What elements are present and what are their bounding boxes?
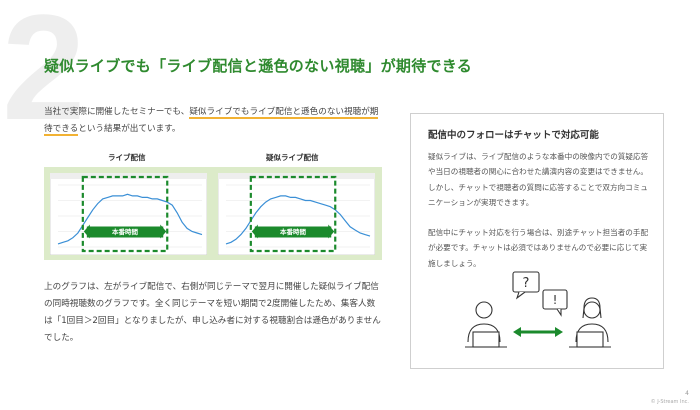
chart-background: 本番時間 本番時間 <box>44 167 382 260</box>
sidebar-paragraph-1: 疑似ライブは、ライブ配信のような本番中の映像内での質疑応答や当日の視聴者の関心に… <box>428 152 649 207</box>
chart-description: 上のグラフは、左がライブ配信で、右側が同じテーマで翌月に開催した疑似ライブ配信の… <box>44 282 381 343</box>
two-way-arrow-icon <box>513 327 563 337</box>
page-title: 疑似ライブでも「ライブ配信と遜色のない視聴」が期待できる <box>44 57 473 75</box>
series-line-1 <box>225 195 371 245</box>
arrow-head-left <box>83 224 90 239</box>
chat-staff-person-icon <box>569 297 611 348</box>
answer-bubble-icon: ! <box>542 289 568 317</box>
live-time-frame <box>249 175 337 253</box>
intro-after: という結果が出ています。 <box>78 124 181 134</box>
live-time-arrow <box>254 226 332 238</box>
chart-frame <box>218 173 375 255</box>
bubble-exclamation-mark: ! <box>553 293 558 307</box>
sidebar-paragraph-2: 配信中にチャット対応を行う場合は、別途チャット担当者の手配が必要です。チャットは… <box>428 228 649 268</box>
chart-frame <box>50 173 207 255</box>
arrow-head-left <box>251 224 258 239</box>
viewer-person-icon <box>465 301 507 348</box>
chart-pseudo: 本番時間 <box>218 173 375 255</box>
chart-title-pseudo: 疑似ライブ配信 <box>266 153 319 162</box>
live-time-frame <box>81 175 169 253</box>
live-time-arrow <box>86 226 164 238</box>
intro-text: 当社で実際に開催したセミナーでも、疑似ライブでもライブ配信と遜色のない視聴が期待… <box>44 104 384 138</box>
arrow-head-right <box>160 224 167 239</box>
intro-highlight: 疑似ライブでもライブ配信と遜色のない視聴が期待できる <box>44 107 379 136</box>
question-bubble-icon: ? <box>512 271 540 300</box>
intro-before: 当社で実際に開催したセミナーでも、 <box>44 107 190 117</box>
section-number: 2 <box>2 0 86 151</box>
chart-area: ライブ配信 疑似ライブ配信 本番時間 本番時間 <box>44 152 382 260</box>
chart-title-live: ライブ配信 <box>108 153 146 162</box>
chart-toolbar <box>218 173 375 179</box>
page-number: 4 <box>685 390 689 397</box>
arrow-head-right <box>328 224 335 239</box>
copyright: © J-Stream Inc. <box>650 399 689 405</box>
sidebar-title: 配信中のフォローはチャットで対応可能 <box>428 130 599 141</box>
chat-illustration: ? ! <box>465 271 611 348</box>
chart-live: 本番時間 <box>50 173 207 255</box>
live-time-label: 本番時間 <box>112 227 139 236</box>
live-time-label: 本番時間 <box>280 227 307 236</box>
bubble-question-mark: ? <box>523 276 530 291</box>
chart-toolbar <box>50 173 207 179</box>
chat-follow-box: 配信中のフォローはチャットで対応可能 疑似ライブは、ライブ配信のような本番中の映… <box>410 113 664 369</box>
